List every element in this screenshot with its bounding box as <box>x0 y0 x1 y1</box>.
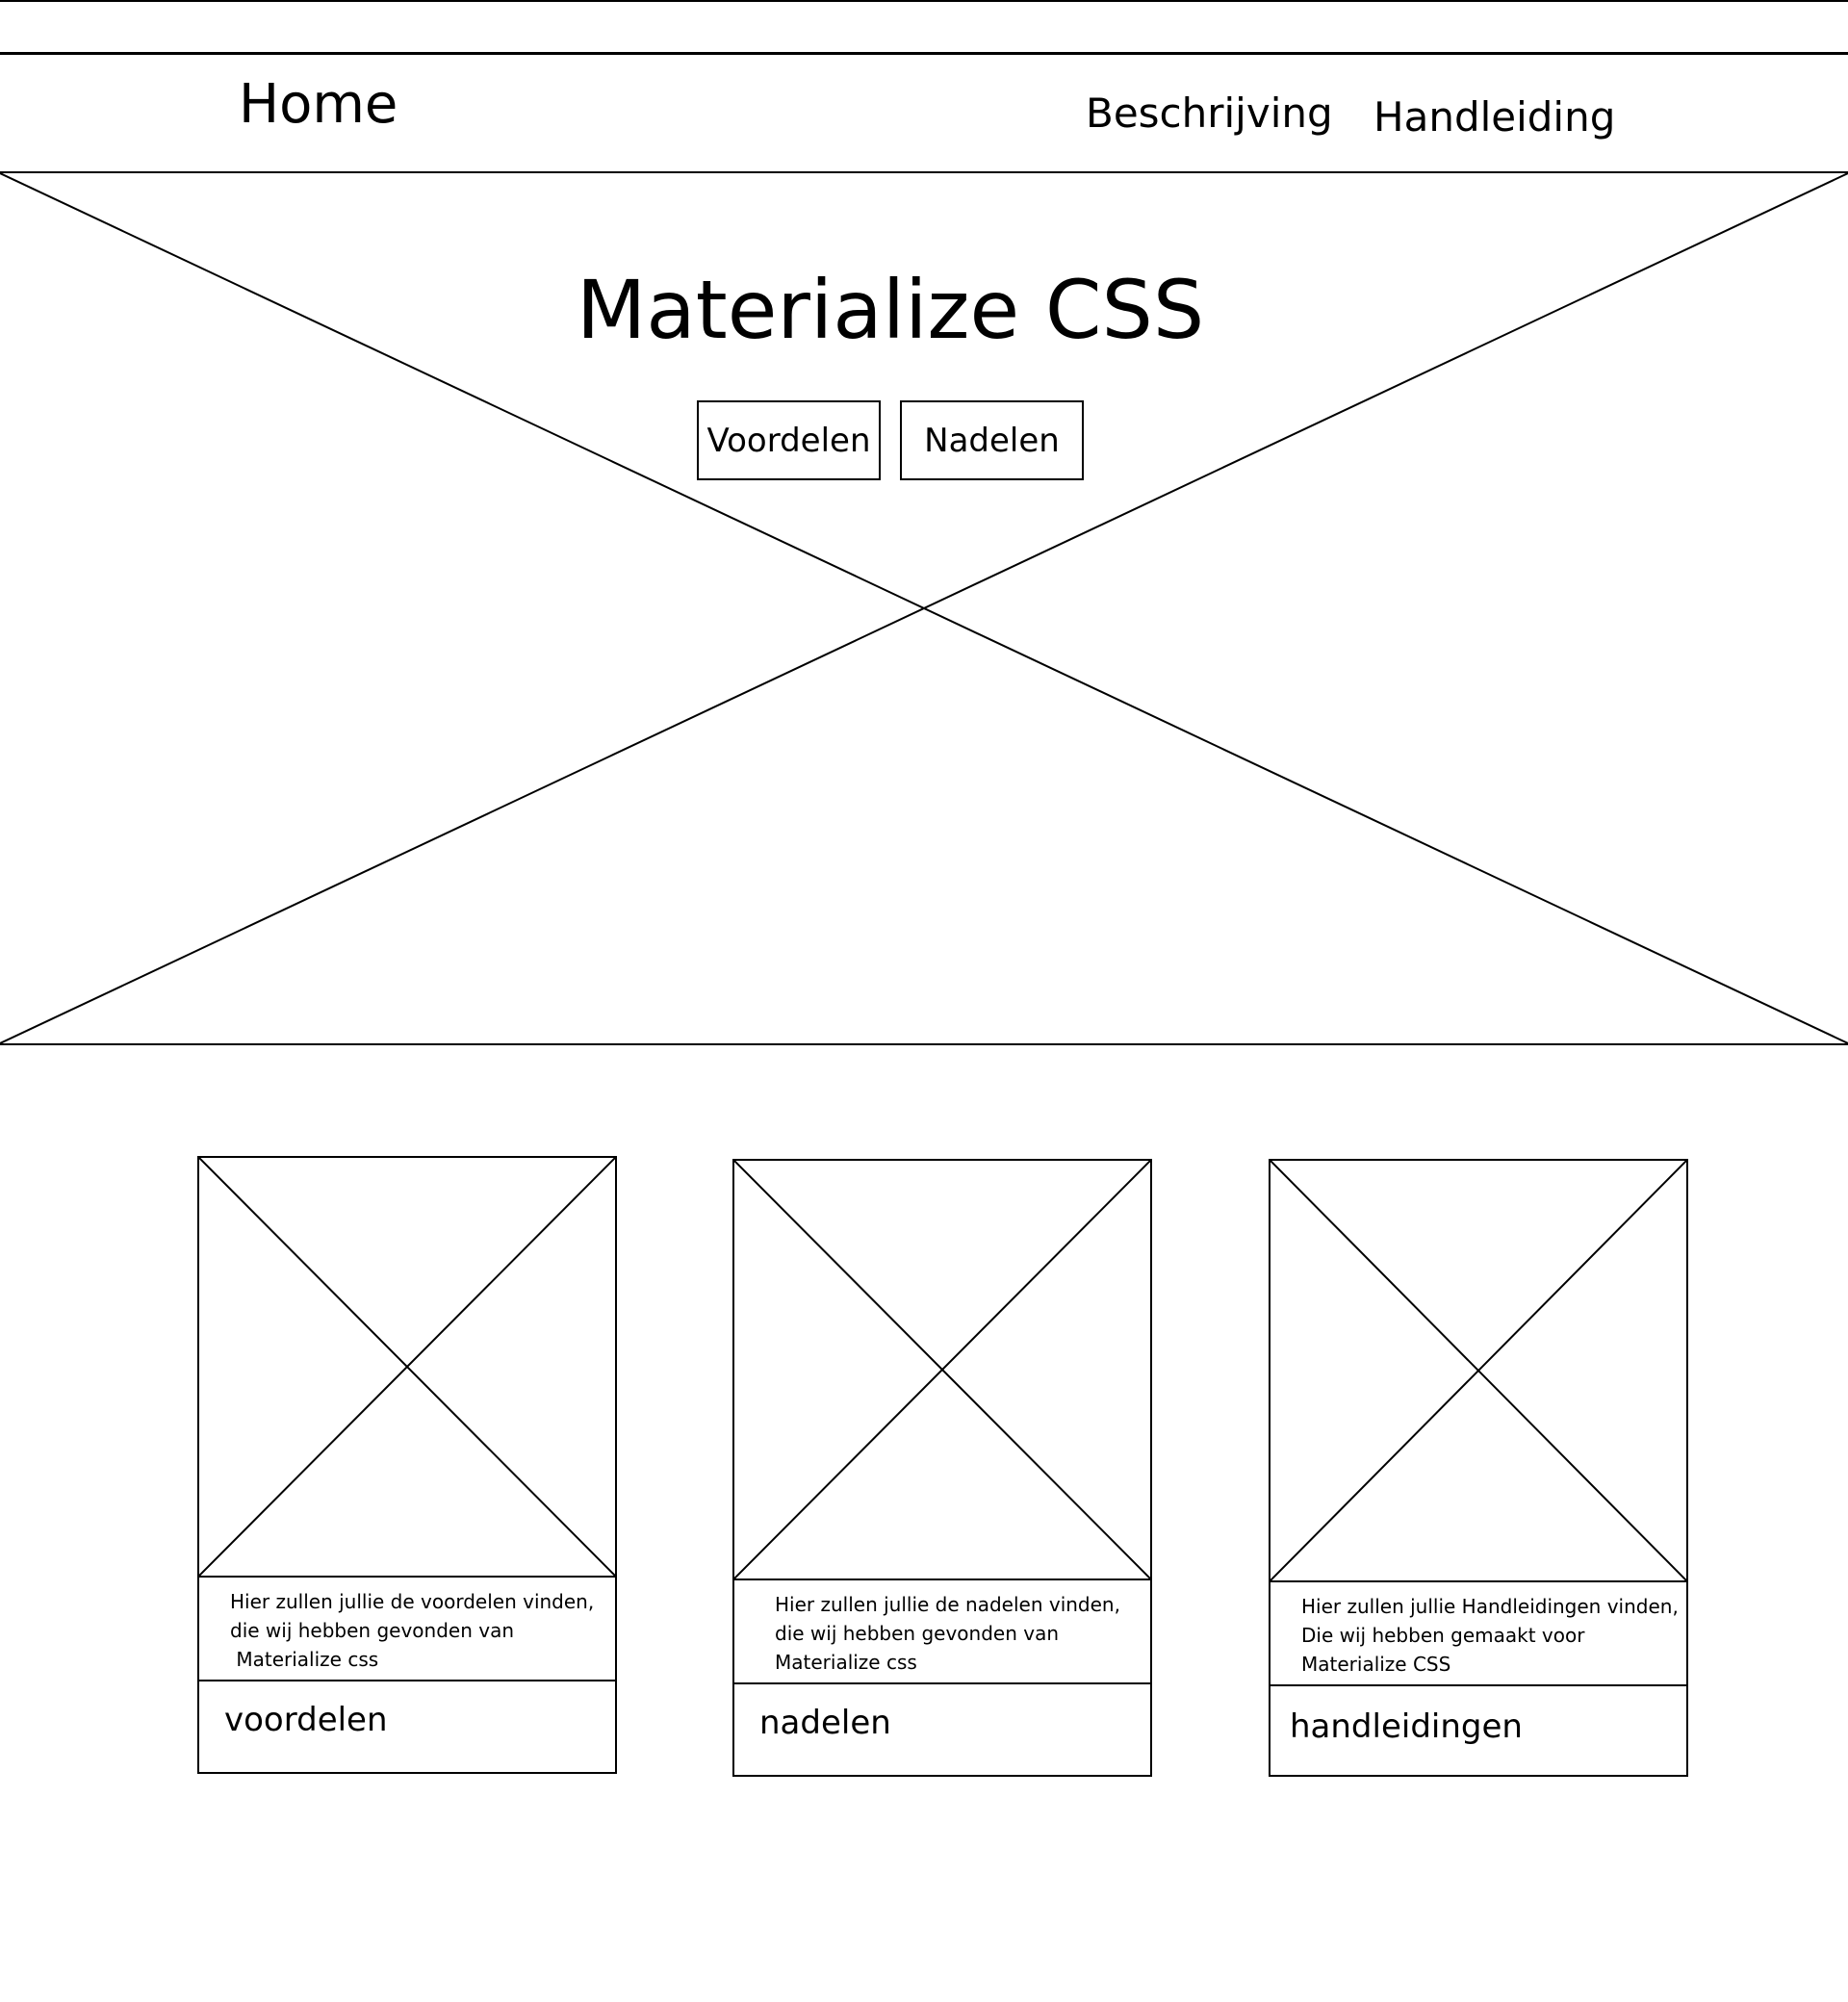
navbar-divider <box>0 52 1848 55</box>
card-description: Hier zullen jullie Handleidingen vinden,… <box>1270 1582 1686 1686</box>
card-description-line: Materialize css <box>230 1648 379 1671</box>
nav-link-beschrijving[interactable]: Beschrijving <box>1086 90 1333 137</box>
nav-link-handleiding[interactable]: Handleiding <box>1373 93 1616 141</box>
image-placeholder-icon <box>734 1161 1150 1578</box>
nav-link-home[interactable]: Home <box>239 73 398 136</box>
card-description-line: Hier zullen jullie Handleidingen vinden, <box>1301 1595 1679 1618</box>
card-description-line: Materialize css <box>775 1651 917 1674</box>
voordelen-button[interactable]: Voordelen <box>697 400 881 480</box>
card-description-line: die wij hebben gevonden van <box>775 1622 1059 1645</box>
image-placeholder-icon <box>1270 1161 1686 1580</box>
card-handleidingen[interactable]: Hier zullen jullie Handleidingen vinden,… <box>1269 1159 1688 1777</box>
card-description: Hier zullen jullie de voordelen vinden, … <box>199 1578 615 1681</box>
card-description-line: Materialize CSS <box>1301 1653 1451 1676</box>
card-nadelen[interactable]: Hier zullen jullie de nadelen vinden, di… <box>732 1159 1152 1777</box>
navbar: Home Beschrijving Handleiding <box>0 55 1848 170</box>
card-link-nadelen[interactable]: nadelen <box>759 1704 891 1742</box>
card-description-line: Die wij hebben gemaakt voor <box>1301 1624 1585 1647</box>
top-border-line <box>0 0 1848 2</box>
card-description: Hier zullen jullie de nadelen vinden, di… <box>734 1580 1150 1684</box>
nadelen-button[interactable]: Nadelen <box>900 400 1084 480</box>
card-description-line: die wij hebben gevonden van <box>230 1619 514 1642</box>
card-image <box>1270 1161 1686 1582</box>
card-link-voordelen[interactable]: voordelen <box>224 1701 388 1739</box>
hero-banner: Materialize CSS Voordelen Nadelen <box>0 171 1848 1045</box>
card-link-handleidingen[interactable]: handleidingen <box>1290 1707 1523 1746</box>
card-image <box>199 1158 615 1578</box>
image-placeholder-icon <box>199 1158 615 1576</box>
card-image <box>734 1161 1150 1580</box>
hero-title: Materialize CSS <box>576 263 1205 357</box>
card-voordelen[interactable]: Hier zullen jullie de voordelen vinden, … <box>197 1156 617 1774</box>
card-description-line: Hier zullen jullie de nadelen vinden, <box>775 1593 1120 1616</box>
hero-image-placeholder-icon <box>0 173 1848 1043</box>
card-description-line: Hier zullen jullie de voordelen vinden, <box>230 1590 595 1613</box>
